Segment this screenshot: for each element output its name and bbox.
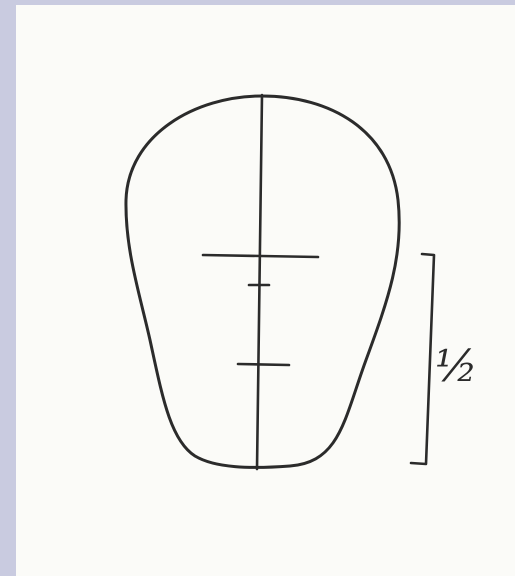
eye-line [203, 255, 318, 257]
mouth-line [238, 364, 289, 365]
bracket-label: ½ [435, 341, 478, 392]
center-line [257, 95, 262, 469]
proportion-bracket [411, 254, 434, 464]
head-outline [126, 96, 399, 467]
